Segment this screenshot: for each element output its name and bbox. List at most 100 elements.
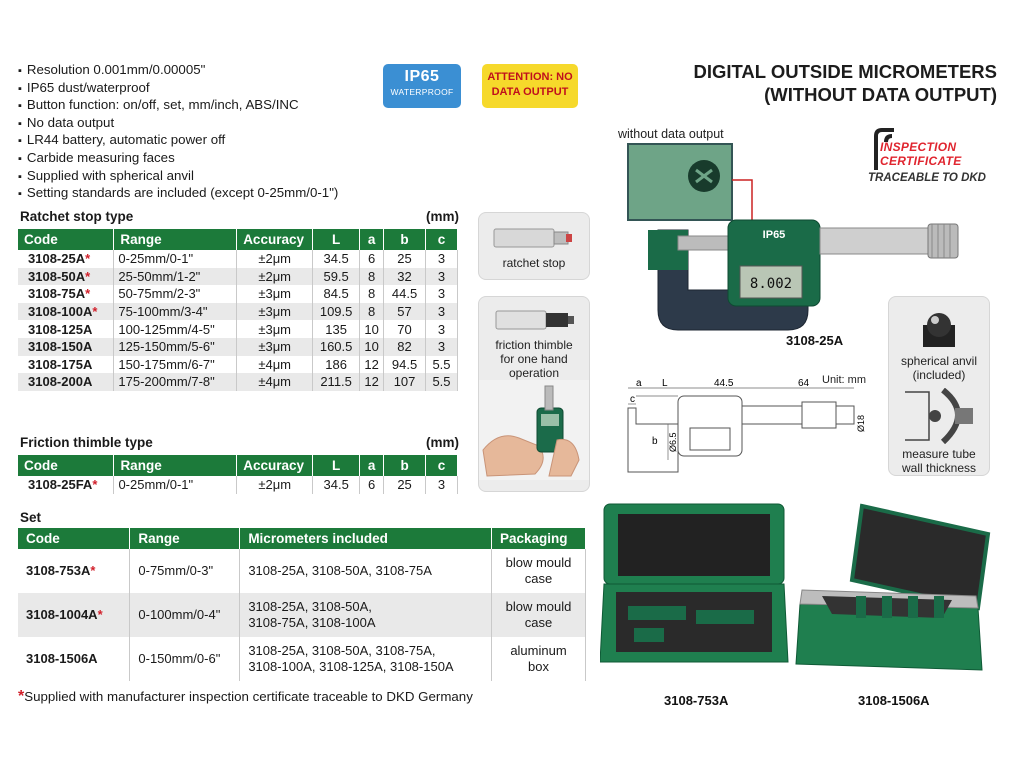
col-header: Range — [113, 229, 238, 250]
set-753a-image — [600, 503, 789, 663]
set-included-cell: 3108-25A, 3108-50A, 3108-75A,3108-100A, … — [239, 637, 492, 681]
tube-label-line2: wall thickness — [901, 461, 977, 475]
col-header: Range — [129, 528, 241, 549]
spherical-anvil-icon — [923, 313, 955, 347]
col-header: c — [425, 229, 458, 250]
included-line: 3108-75A, 3108-100A — [248, 615, 376, 630]
feature-item: Carbide measuring faces — [18, 150, 378, 168]
c-cell: 3 — [425, 476, 458, 494]
pack-line: blow mould — [505, 555, 572, 570]
product-code: 3108-150A — [28, 339, 93, 355]
code-cell: 3108-25A* — [18, 250, 115, 268]
a-cell: 8 — [359, 267, 385, 286]
c-cell: 3 — [425, 250, 458, 268]
ip65-badge-sub: WATERPROOF — [390, 87, 454, 97]
code-cell: 3108-100A* — [18, 302, 115, 321]
col-header: Accuracy — [236, 455, 314, 476]
dim-44-5: 44.5 — [714, 378, 734, 389]
b-cell: 57 — [383, 302, 426, 321]
col-header: b — [383, 455, 427, 476]
product-code: 3108-25FA — [28, 477, 93, 493]
inspection-certificate-logo: INSPECTION CERTIFICATE TRACEABLE TO DKD — [866, 126, 998, 186]
col-header: a — [359, 229, 385, 250]
set-range-cell: 0-150mm/0-6" — [129, 637, 241, 681]
c-cell: 3 — [425, 285, 458, 303]
ratchet-table: Code Range Accuracy L a b c 3108-25A*0-2… — [18, 229, 458, 391]
set-section-title: Set — [20, 510, 42, 525]
ip65-badge: IP65 WATERPROOF — [383, 64, 461, 108]
code-cell: 3108-125A — [18, 320, 115, 338]
dim-b: b — [652, 436, 658, 447]
set-table: Code Range Micrometers included Packagin… — [18, 528, 586, 681]
friction-section-title: Friction thimble type — [20, 435, 153, 450]
accuracy-cell: ±3μm — [236, 320, 314, 338]
a-cell: 6 — [359, 250, 385, 268]
col-header: a — [359, 455, 385, 476]
set-1506a-caption: 3108-1506A — [858, 693, 930, 708]
col-header: Code — [18, 528, 131, 549]
feature-item: LR44 battery, automatic power off — [18, 132, 378, 150]
set-code-cell: 3108-1004A* — [18, 593, 131, 637]
set-code-cell: 3108-753A* — [18, 549, 131, 593]
set-code: 3108-753A — [26, 563, 91, 578]
col-header: b — [383, 229, 426, 250]
product-code: 3108-50A — [28, 268, 86, 284]
unit-label: Unit: mm — [822, 374, 866, 386]
col-header: L — [312, 229, 361, 250]
c-cell: 3 — [425, 320, 458, 338]
attention-line2: DATA OUTPUT — [491, 86, 569, 98]
product-code: 3108-200A — [28, 374, 93, 390]
c-cell: 3 — [425, 302, 458, 321]
micrometer-caption: 3108-25A — [786, 333, 844, 348]
dim-phi-18: Ø18 — [856, 415, 866, 432]
dim-a: a — [636, 378, 642, 389]
code-cell: 3108-150A — [18, 337, 115, 356]
accuracy-cell: ±3μm — [236, 285, 314, 303]
product-code: 3108-25A — [28, 251, 86, 267]
b-cell: 82 — [383, 337, 426, 356]
dim-64: 64 — [798, 378, 810, 389]
l-cell: 109.5 — [312, 302, 361, 321]
col-header: Accuracy — [236, 229, 314, 250]
a-cell: 12 — [359, 355, 385, 374]
dimension-drawing: a L c b 44.5 64 Ø6.5 Ø18 — [627, 378, 866, 473]
range-cell: 125-150mm/5-6" — [113, 337, 238, 356]
star-mark: * — [85, 251, 91, 267]
accuracy-cell: ±4μm — [236, 373, 314, 391]
l-cell: 84.5 — [312, 285, 361, 303]
accuracy-cell: ±2μm — [236, 250, 314, 268]
c-cell: 3 — [425, 337, 458, 356]
col-header: Packaging — [491, 528, 586, 549]
accuracy-cell: ±2μm — [236, 267, 314, 286]
table-row: 3108-1506A 0-150mm/0-6" 3108-25A, 3108-5… — [18, 637, 586, 681]
col-header: Range — [113, 455, 238, 476]
code-cell: 3108-25FA* — [18, 476, 115, 494]
star-mark: * — [85, 286, 91, 302]
ratchet-stop-callout: ratchet stop — [478, 212, 590, 280]
star-mark: * — [85, 268, 91, 284]
b-cell: 32 — [383, 267, 426, 286]
display-reading: 8.002 — [750, 276, 792, 292]
ratchet-unit: (mm) — [426, 209, 459, 224]
feature-item: IP65 dust/waterproof — [18, 80, 378, 98]
feature-item: Setting standards are included (except 0… — [18, 185, 378, 203]
range-cell: 25-50mm/1-2" — [113, 267, 238, 286]
tube-label-line1: measure tube — [902, 447, 976, 461]
table-header-row: Code Range Accuracy L a b c — [18, 455, 458, 476]
product-code: 3108-100A — [28, 304, 93, 320]
product-code: 3108-175A — [28, 356, 93, 372]
star-mark: * — [90, 563, 96, 578]
range-cell: 150-175mm/6-7" — [113, 355, 238, 374]
code-cell: 3108-75A* — [18, 285, 115, 303]
code-cell: 3108-50A* — [18, 267, 115, 286]
hand-with-micrometer-image — [479, 380, 589, 480]
range-cell: 100-125mm/4-5" — [113, 320, 238, 338]
